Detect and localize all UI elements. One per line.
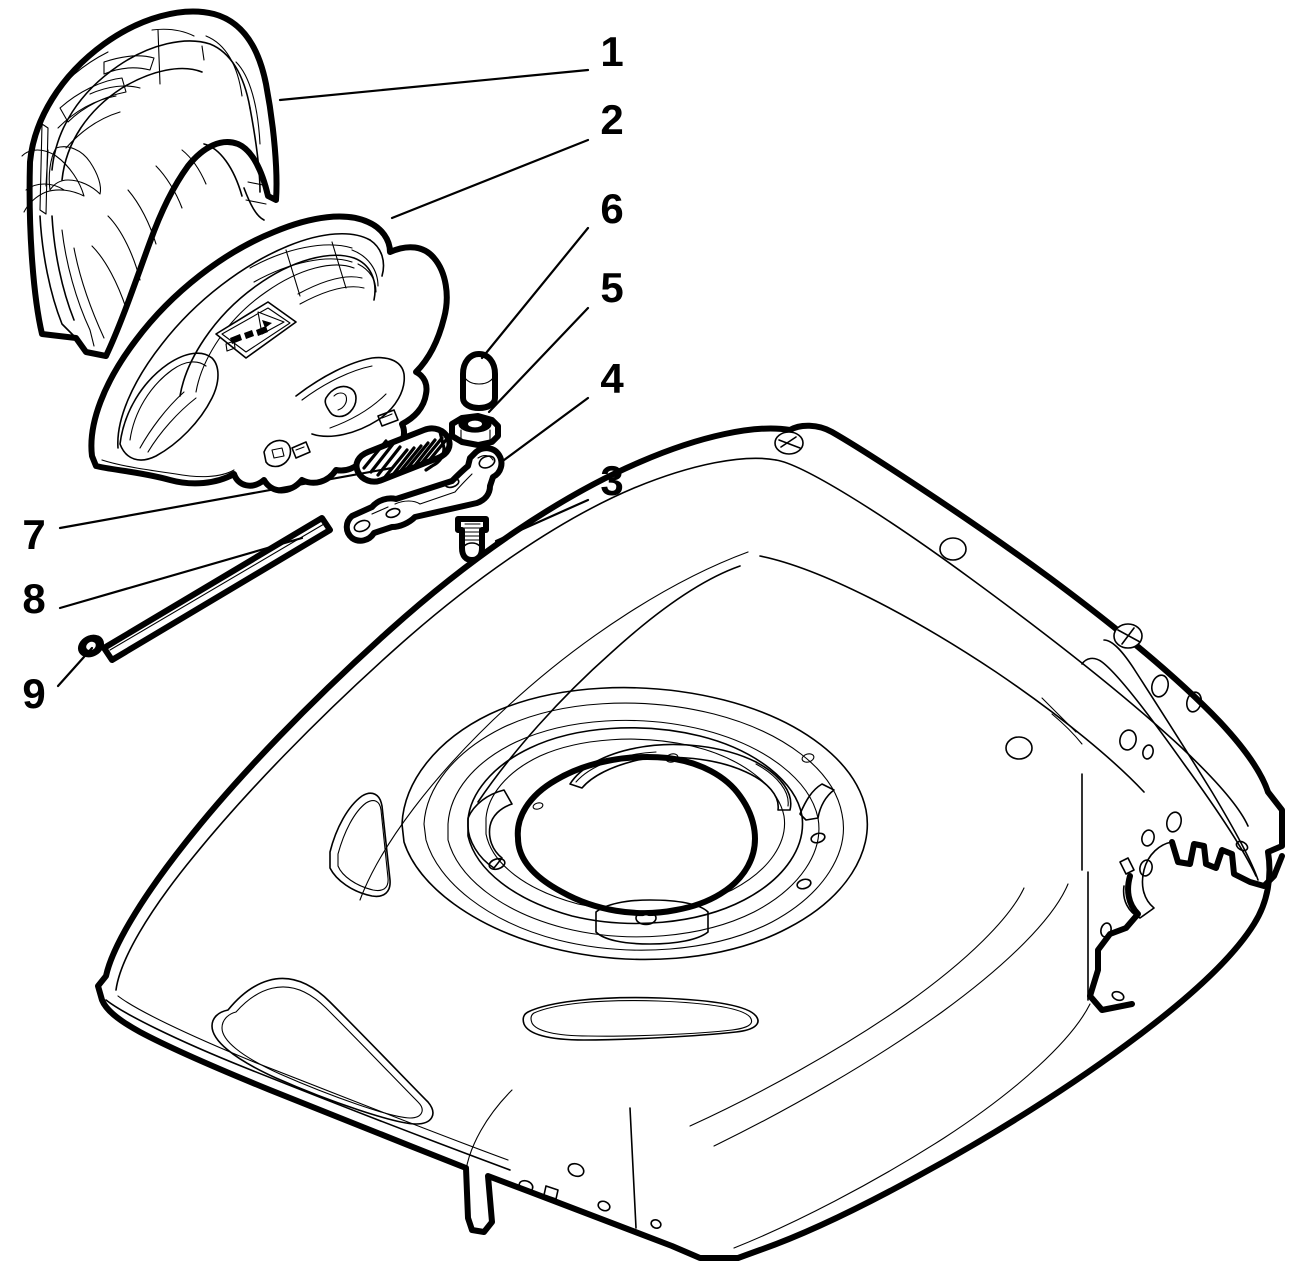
- part-2-rear-deflector-cover: [88, 213, 450, 494]
- callout-number-2: 2: [600, 96, 623, 143]
- deck-screw-upper-right: [1113, 623, 1143, 649]
- deck-screw-rear-top: [774, 431, 804, 455]
- callout-number-1: 1: [600, 28, 623, 75]
- callout-number-4: 4: [600, 355, 624, 402]
- part-6-cap: [460, 351, 498, 411]
- callout-numbers: 1 2 3 4 5 6 7 8 9: [22, 28, 624, 717]
- leader-line-9: [56, 646, 94, 688]
- callout-number-9: 9: [22, 670, 45, 717]
- leader-line-7: [58, 466, 394, 530]
- part-9-washer: [77, 634, 105, 658]
- mower-deck-housing: [95, 422, 1285, 1261]
- part-8-pivot-rod: [101, 515, 333, 663]
- callout-number-6: 6: [600, 185, 623, 232]
- callout-number-8: 8: [22, 575, 45, 622]
- callout-number-7: 7: [22, 511, 45, 558]
- leader-line-6: [480, 226, 590, 360]
- leader-line-8: [58, 536, 304, 610]
- leader-line-5: [487, 306, 590, 414]
- part-7-torsion-spring: [353, 425, 453, 485]
- callout-number-3: 3: [600, 457, 623, 504]
- part-4-bracket-lever: [343, 445, 505, 544]
- callout-number-5: 5: [600, 264, 623, 311]
- part-5-lock-nut: [449, 413, 501, 448]
- leader-line-3: [494, 498, 590, 543]
- leader-line-4: [498, 396, 590, 465]
- leader-line-1: [278, 68, 590, 102]
- warning-triangle-decal: [215, 301, 297, 359]
- part-1-rear-flap-cover: [21, 8, 280, 359]
- leader-line-2: [390, 138, 590, 220]
- callout-leader-lines: [56, 68, 590, 688]
